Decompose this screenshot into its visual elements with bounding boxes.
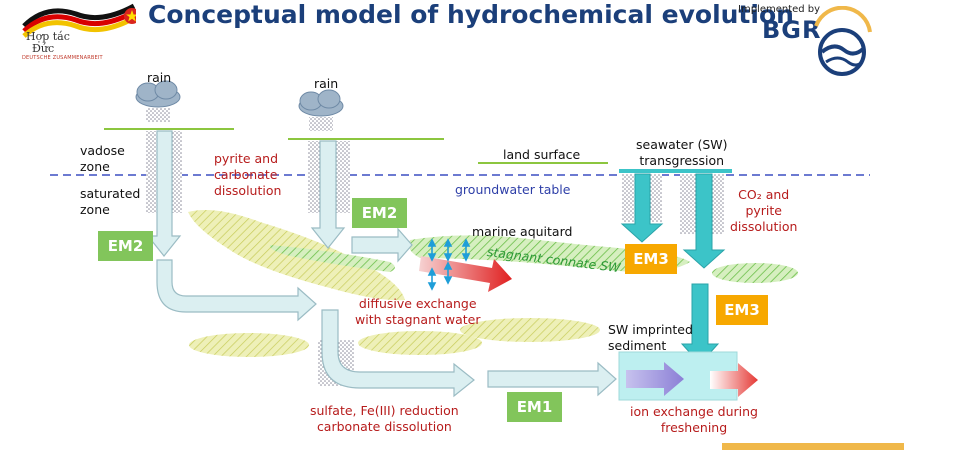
logo-text-line1: Hợp tác xyxy=(26,30,70,43)
aquitard-lens-right xyxy=(712,263,798,283)
pyrite-carbonate-label: pyrite and carbonate dissolution xyxy=(214,151,282,198)
logo-text-line3: DEUTSCHE ZUSAMMENARBEIT xyxy=(22,55,103,61)
diffusive-red-arrow xyxy=(419,256,512,292)
aquifer-lens-small-left xyxy=(189,333,309,357)
em3-box-mid: EM3 xyxy=(625,244,677,274)
vadose-zone-label: vadose zone xyxy=(80,143,125,174)
aquifer-lens-mid-1 xyxy=(358,331,482,355)
sw-arrow-1 xyxy=(620,173,664,243)
bgr-logo-text: BGR xyxy=(762,16,822,44)
rain-label-left: rain xyxy=(147,70,172,85)
land-surface-label: land surface xyxy=(503,147,581,162)
marine-aquitard-label: marine aquitard xyxy=(472,224,573,239)
flow-arrow-left-down xyxy=(146,130,182,257)
seawater-transgression-label: seawater (SW) transgression xyxy=(636,137,728,168)
flow-arrow-em2-right xyxy=(351,227,413,263)
em1-box: EM1 xyxy=(507,392,562,422)
sw-imprinted-label: SW imprinted sediment xyxy=(608,322,693,353)
sulfate-reduction-label: sulfate, Fe(III) reduction carbonate dis… xyxy=(310,403,459,434)
sw-arrow-2 xyxy=(682,173,726,269)
red-outflow-arrow xyxy=(710,363,758,397)
rain-label-mid: rain xyxy=(314,76,339,91)
implemented-by-label: Implemented by xyxy=(738,4,821,15)
groundwater-table-label: groundwater table xyxy=(455,182,571,197)
aquitard-band-left xyxy=(269,245,395,272)
marine-aquitard xyxy=(408,235,690,273)
co2-pyrite-label: CO₂ and pyrite dissolution xyxy=(730,187,798,234)
saturated-zone-label: saturated zone xyxy=(80,186,141,217)
page-title: Conceptual model of hydrochemical evolut… xyxy=(148,0,794,29)
rain-cloud-mid-icon xyxy=(298,89,344,131)
em3-box-right: EM3 xyxy=(716,295,768,325)
purple-flow-arrow xyxy=(626,362,684,396)
ion-exchange-label: ion exchange during freshening xyxy=(630,404,758,435)
aquifer-lens-mid-2 xyxy=(460,318,600,342)
diffusive-exchange-label: diffusive exchange with stagnant water xyxy=(355,296,481,327)
flow-arrow-mid-down xyxy=(310,140,346,249)
flow-arrow-em1 xyxy=(487,361,617,397)
em2-box-left: EM2 xyxy=(98,231,153,261)
footer-accent-bar xyxy=(722,443,904,450)
em2-box-mid: EM2 xyxy=(352,198,407,228)
bgr-logo-icon xyxy=(814,6,872,76)
rain-cloud-left-icon xyxy=(135,80,181,122)
flow-arrow-left-curve xyxy=(156,259,317,322)
logo-text-line2: Đức xyxy=(32,42,55,55)
flow-arrow-mid-curve xyxy=(321,309,475,398)
